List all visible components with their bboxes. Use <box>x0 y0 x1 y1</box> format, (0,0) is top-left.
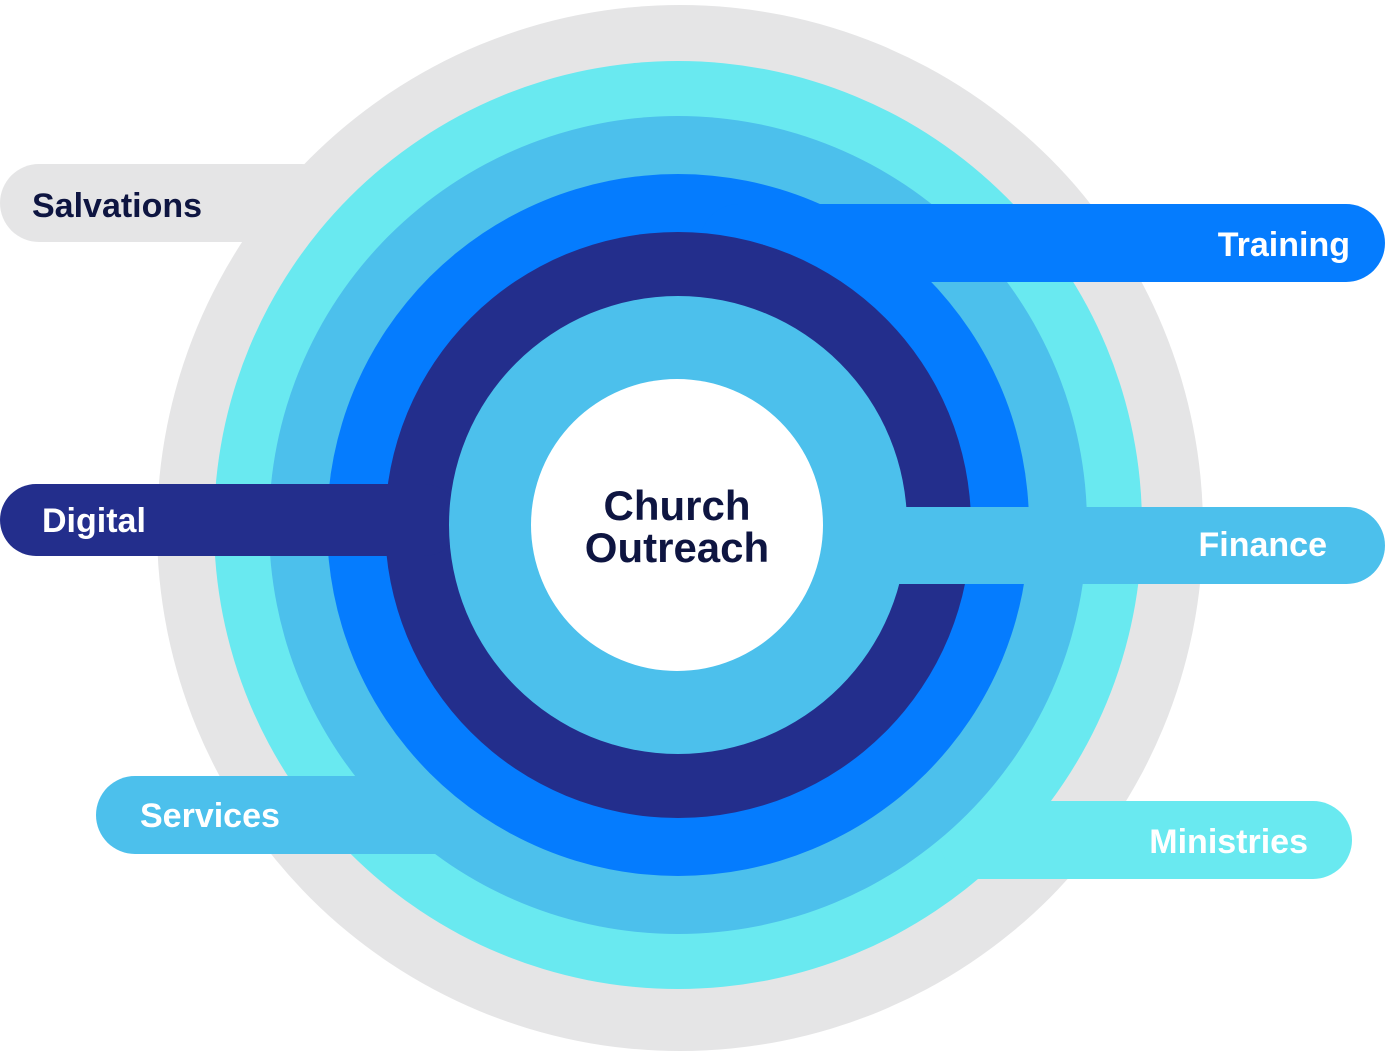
finance-pill <box>780 507 1385 584</box>
digital-label: Digital <box>42 502 146 540</box>
center-title-line1: Church <box>604 482 751 529</box>
salvations-pill <box>0 164 340 242</box>
services-pill <box>96 776 516 854</box>
services-label: Services <box>140 797 280 835</box>
ministries-label: Ministries <box>1149 823 1308 861</box>
finance-label: Finance <box>1199 526 1327 564</box>
training-pill <box>700 204 1385 282</box>
center-circle <box>531 379 823 671</box>
digital-pill <box>0 484 460 556</box>
ministries-pill <box>940 801 1352 879</box>
training-label: Training <box>1218 226 1350 264</box>
center-title-line2: Outreach <box>585 524 769 571</box>
salvations-label: Salvations <box>32 187 202 225</box>
